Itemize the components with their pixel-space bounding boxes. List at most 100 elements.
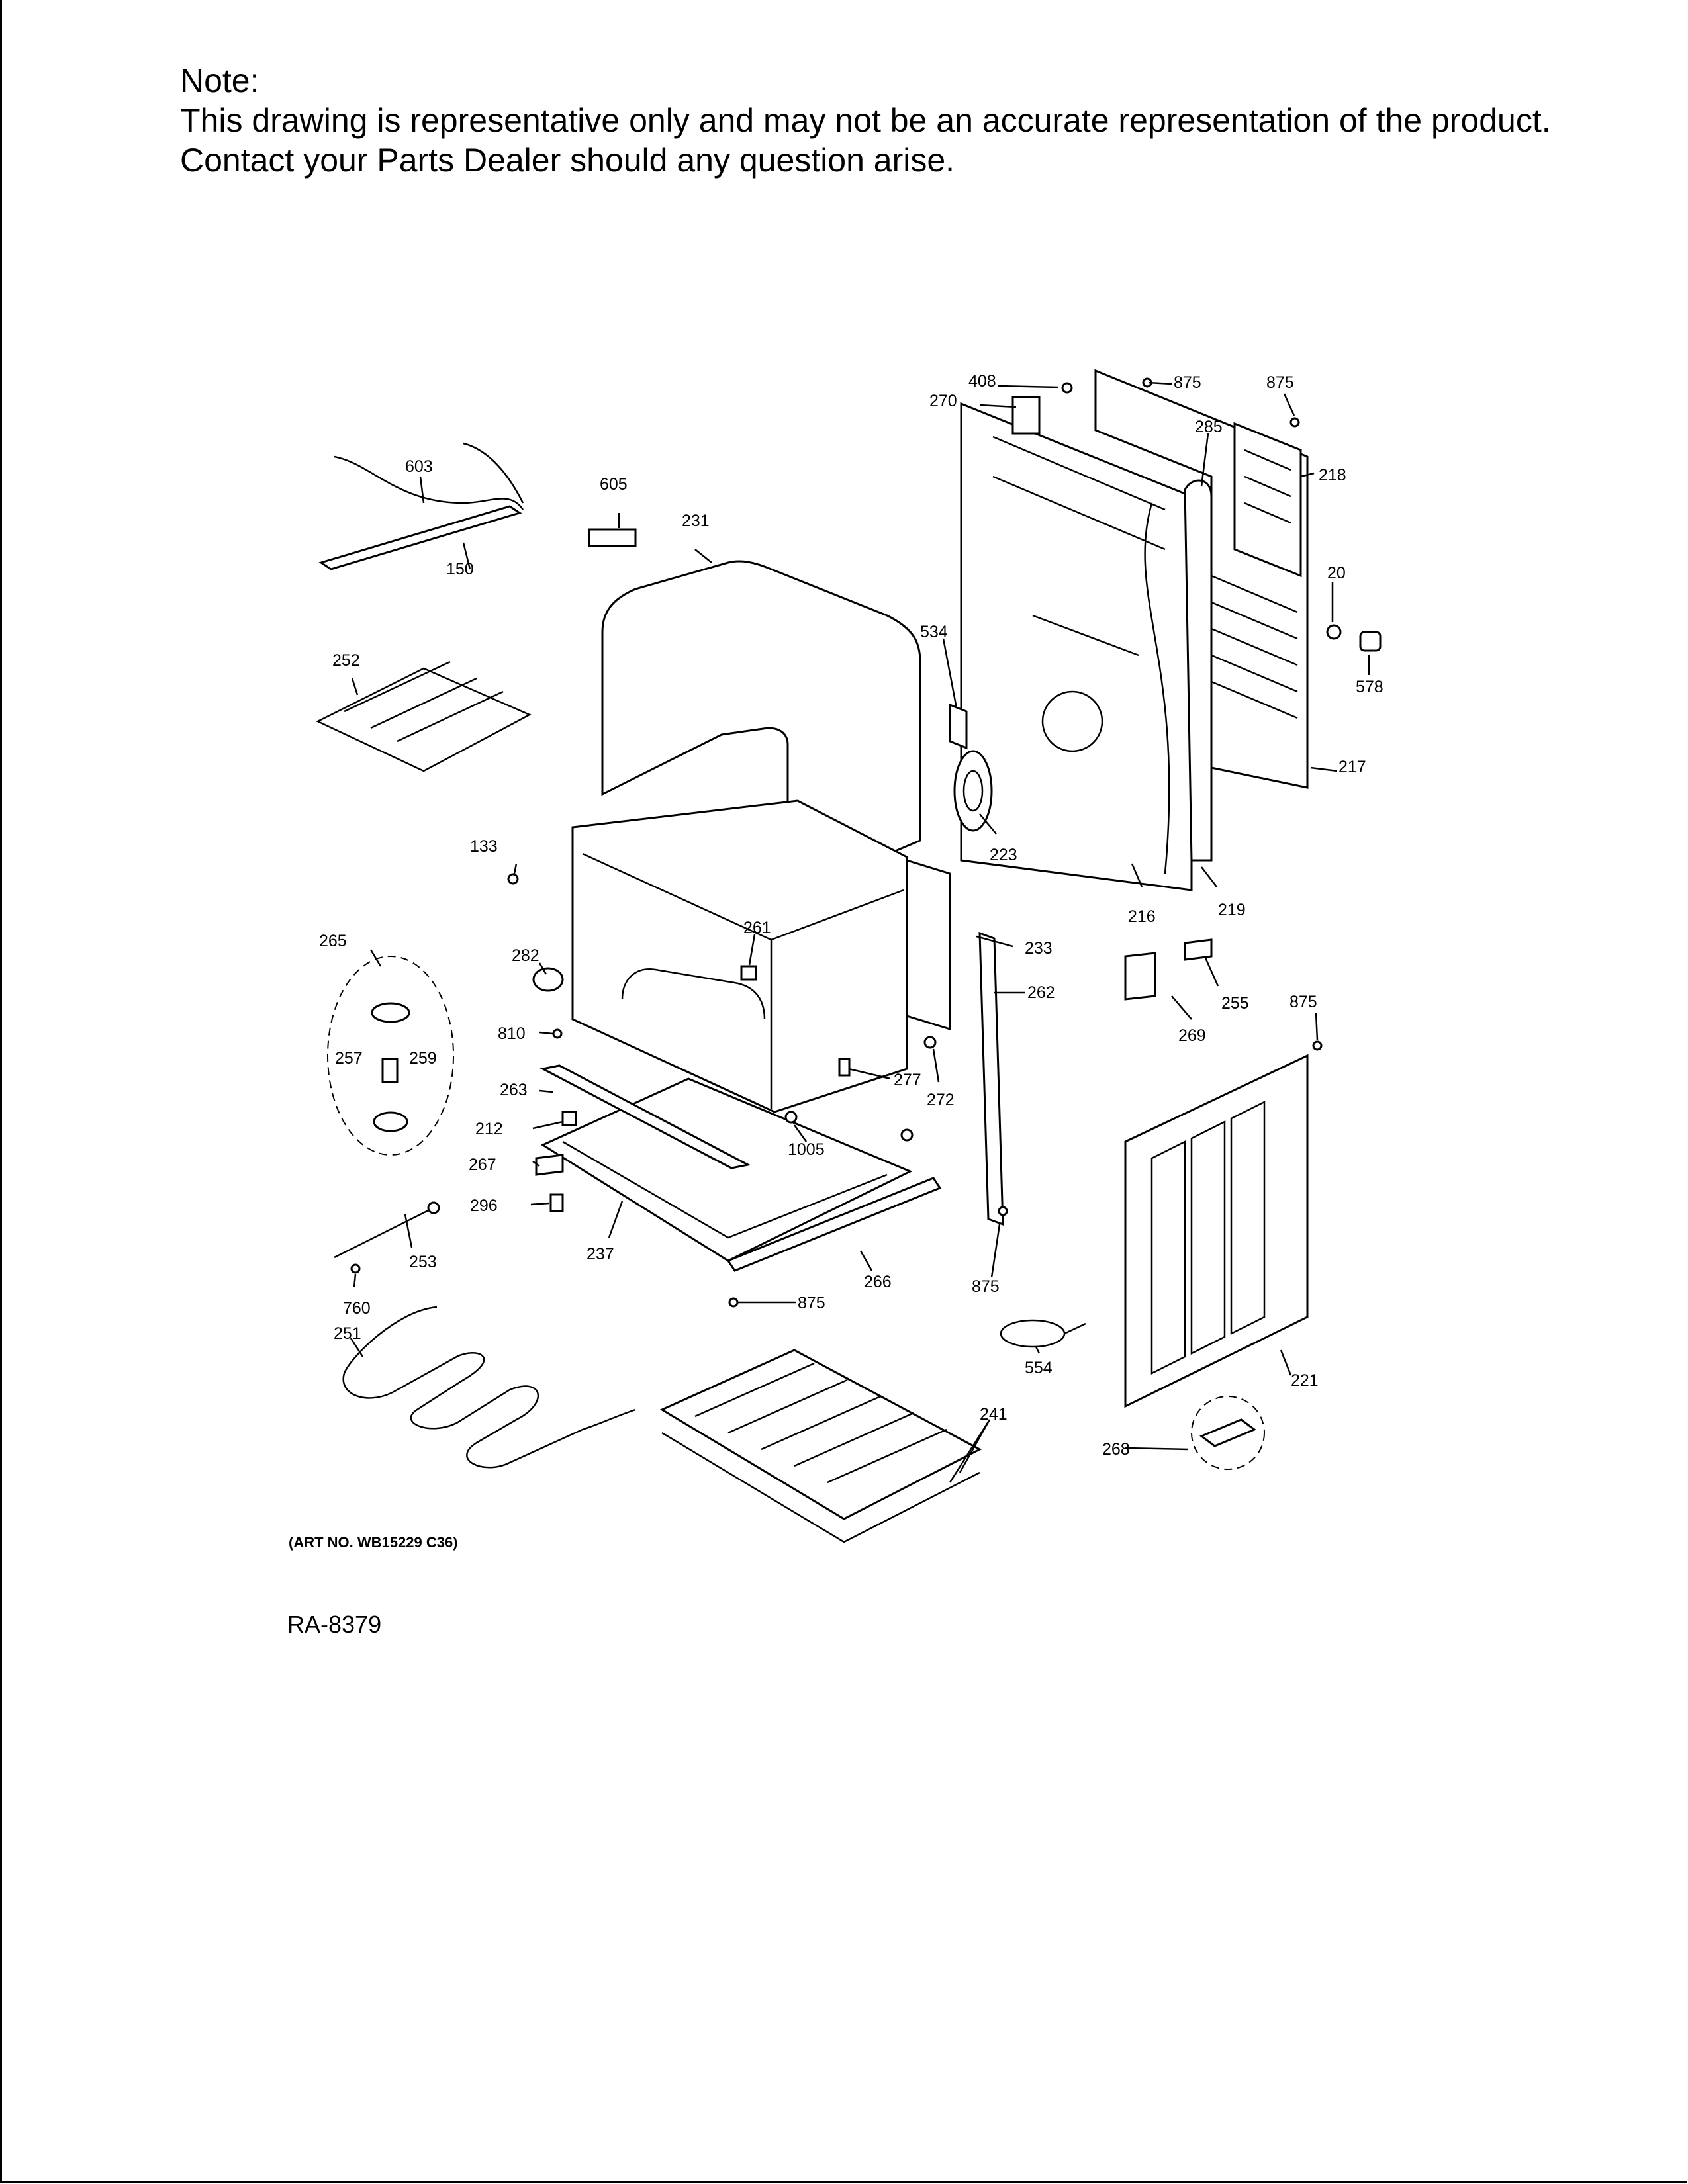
oven-cavity bbox=[571, 799, 908, 1113]
screw-875-right-lower bbox=[1312, 1040, 1323, 1051]
callout: 251 bbox=[334, 1324, 361, 1343]
bracket-267 bbox=[535, 1154, 564, 1176]
fan-223 bbox=[953, 750, 993, 832]
callout: 231 bbox=[682, 512, 710, 530]
vent-cover-218 bbox=[1233, 422, 1302, 578]
callout: 263 bbox=[500, 1081, 528, 1099]
broil-element-252 bbox=[316, 660, 532, 772]
bottom-panel-237 bbox=[540, 1077, 913, 1262]
callout: 554 bbox=[1025, 1359, 1053, 1377]
callout: 266 bbox=[864, 1273, 892, 1291]
callout: 217 bbox=[1338, 758, 1366, 776]
bracket-270 bbox=[1011, 396, 1041, 435]
screw-875-bottom bbox=[728, 1297, 739, 1308]
outer-wrapper-231 bbox=[601, 560, 921, 899]
callout: 261 bbox=[743, 919, 771, 937]
latch-268 bbox=[1191, 1396, 1265, 1470]
screw-760 bbox=[350, 1263, 361, 1274]
support-263 bbox=[539, 1064, 751, 1169]
art-number: (ART NO. WB15229 C36) bbox=[289, 1534, 458, 1551]
callout: 259 bbox=[409, 1049, 437, 1068]
power-cord-554 bbox=[1000, 1319, 1086, 1348]
callout: 150 bbox=[446, 560, 474, 578]
note-line-2: Contact your Parts Dealer should any que… bbox=[180, 142, 955, 179]
bracket-277 bbox=[838, 1058, 851, 1077]
callout: 269 bbox=[1178, 1026, 1206, 1045]
light-assembly-265 bbox=[327, 956, 454, 1156]
back-panel bbox=[960, 402, 1193, 891]
callout: 216 bbox=[1128, 907, 1156, 926]
plate-212 bbox=[561, 1111, 577, 1126]
callout: 223 bbox=[990, 846, 1017, 864]
cap-578 bbox=[1359, 631, 1382, 652]
callout: 605 bbox=[600, 475, 628, 494]
callout: 285 bbox=[1195, 418, 1223, 436]
knob-20 bbox=[1326, 624, 1342, 640]
note-heading: Note: bbox=[180, 62, 259, 99]
callout: 578 bbox=[1356, 678, 1383, 696]
fastener-296 bbox=[549, 1193, 564, 1212]
clip-261 bbox=[740, 965, 757, 981]
oven-racks-241 bbox=[659, 1349, 982, 1543]
drawing-id: RA-8379 bbox=[287, 1611, 382, 1638]
strip-262 bbox=[978, 931, 1004, 1226]
callout: 282 bbox=[512, 946, 539, 965]
callout: 133 bbox=[470, 837, 498, 856]
screw-875-strip bbox=[998, 1206, 1008, 1216]
harness-603-150 bbox=[318, 442, 524, 570]
screw-408 bbox=[1061, 382, 1073, 394]
callout: 218 bbox=[1319, 466, 1346, 484]
callout: 219 bbox=[1218, 901, 1246, 919]
callout: 1005 bbox=[788, 1140, 825, 1159]
bracket-534 bbox=[949, 703, 968, 750]
callout: 296 bbox=[470, 1197, 498, 1215]
callout: 270 bbox=[929, 392, 957, 410]
callout: 760 bbox=[343, 1299, 371, 1318]
callout: 265 bbox=[319, 932, 347, 950]
callout: 241 bbox=[980, 1405, 1008, 1424]
screw-875-right bbox=[1289, 417, 1300, 428]
callout: 875 bbox=[798, 1294, 825, 1312]
callout: 875 bbox=[1174, 373, 1201, 392]
light-282 bbox=[532, 967, 564, 992]
callout: 603 bbox=[405, 457, 433, 476]
side-panel-221 bbox=[1124, 1054, 1309, 1408]
bracket-269-255 bbox=[1124, 938, 1213, 1001]
probe-253 bbox=[334, 1201, 440, 1259]
callout: 257 bbox=[335, 1049, 363, 1068]
callout: 221 bbox=[1291, 1371, 1319, 1390]
screw-133 bbox=[507, 873, 519, 885]
callout: 875 bbox=[1289, 993, 1317, 1011]
callout-labels: 408 875 875 270 285 218 20 578 217 219 2… bbox=[319, 372, 1383, 1459]
callout: 212 bbox=[475, 1120, 503, 1138]
note-block: Note: This drawing is representative onl… bbox=[180, 61, 1551, 180]
callout: 277 bbox=[894, 1071, 921, 1089]
insulation-233 bbox=[906, 858, 951, 1031]
callout: 534 bbox=[920, 623, 948, 641]
duct-285 bbox=[1184, 479, 1213, 862]
callout: 267 bbox=[469, 1156, 496, 1174]
callout: 252 bbox=[332, 651, 360, 670]
screw-810 bbox=[552, 1028, 563, 1039]
callout: 262 bbox=[1027, 983, 1055, 1002]
spacer-1005 bbox=[784, 1111, 798, 1124]
bake-element-251 bbox=[342, 1306, 636, 1469]
callout: 272 bbox=[927, 1091, 955, 1109]
callout: 233 bbox=[1025, 939, 1053, 958]
callout: 20 bbox=[1327, 564, 1346, 582]
trim-266 bbox=[726, 1177, 942, 1272]
callout: 253 bbox=[409, 1253, 437, 1271]
connector-605 bbox=[588, 528, 637, 547]
callout: 237 bbox=[586, 1245, 614, 1263]
grommet-272 bbox=[900, 1036, 937, 1142]
callout: 408 bbox=[968, 372, 996, 390]
note-line-1: This drawing is representative only and … bbox=[180, 102, 1551, 139]
callout: 875 bbox=[1266, 373, 1294, 392]
callout: 810 bbox=[498, 1024, 526, 1043]
leader-lines bbox=[350, 381, 1370, 1483]
callout: 268 bbox=[1102, 1440, 1130, 1459]
callout: 875 bbox=[972, 1277, 1000, 1296]
callout: 255 bbox=[1221, 994, 1249, 1013]
